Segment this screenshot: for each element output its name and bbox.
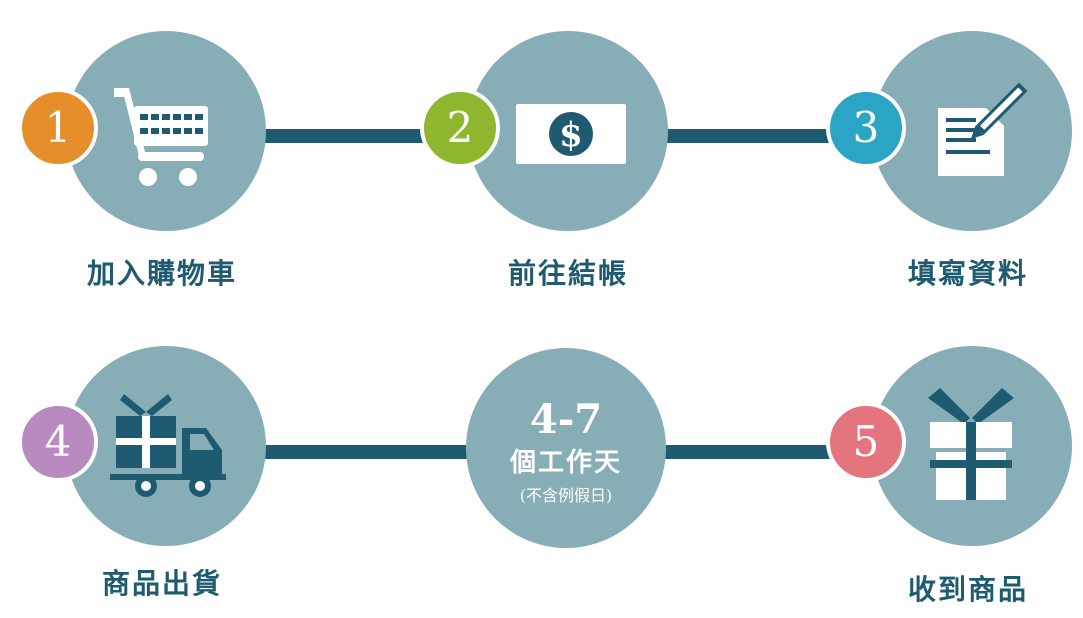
connector-1-2: [262, 129, 472, 143]
step-5-badge: 5: [826, 402, 906, 482]
step-2-label: 前往結帳: [507, 257, 628, 290]
connector-duration-5: [664, 445, 878, 459]
connector-2-3: [664, 129, 878, 143]
delivery-note: (不含例假日): [519, 486, 613, 505]
step-3-label: 填寫資料: [907, 257, 1028, 290]
delivery-days: 4-7: [529, 396, 603, 443]
step-4-label: 商品出貨: [101, 567, 222, 600]
delivery-unit: 個工作天: [509, 448, 622, 478]
step-4-badge: 4: [18, 402, 98, 482]
step-2-badge: 2: [420, 88, 500, 168]
form-pen-icon: [938, 82, 1028, 176]
step-3-badge: 3: [826, 88, 906, 168]
delivery-time: 4-7 個工作天 (不含例假日): [466, 348, 666, 548]
duration-circle: [466, 348, 666, 548]
gift-box-icon: [928, 388, 1014, 500]
delivery-truck-icon: [110, 394, 226, 497]
svg-text:$: $: [559, 115, 583, 155]
step-1-badge: 1: [18, 88, 98, 168]
connector-4-duration: [262, 445, 472, 459]
step-1-label: 加入購物車: [86, 257, 237, 290]
shopping-cart-icon: [114, 88, 208, 186]
dollar-bill-icon: $: [516, 104, 626, 164]
step-5-label: 收到商品: [907, 573, 1028, 606]
